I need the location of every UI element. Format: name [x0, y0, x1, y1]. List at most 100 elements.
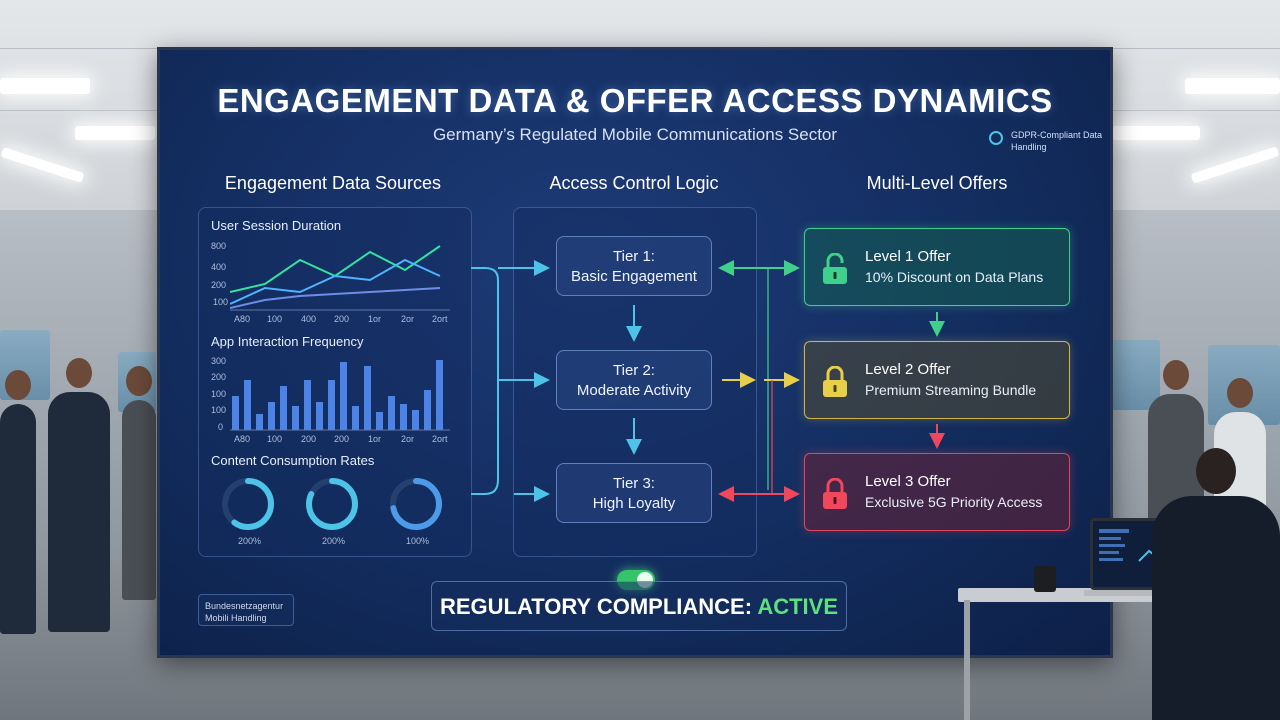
bar: [304, 380, 311, 430]
gauge-label: 200%: [322, 536, 346, 546]
bar: [436, 360, 443, 430]
tier-1-node: Tier 1: Basic Engagement: [556, 236, 712, 296]
pen-holder: [1034, 566, 1056, 592]
tick-label: 400: [211, 262, 227, 272]
offer-level-3-desc: Exclusive 5G Priority Access: [865, 494, 1043, 510]
tick-label: 100: [267, 314, 283, 324]
compliance-label: REGULATORY COMPLIANCE:: [439, 594, 758, 619]
tick-label: 0: [218, 422, 224, 432]
tick-label: 100: [267, 434, 283, 444]
tick-label: A80: [234, 314, 251, 324]
tier-1-desc: Basic Engagement: [571, 268, 697, 285]
tier-3-node: Tier 3: High Loyalty: [556, 463, 712, 523]
compliance-status-bar: REGULATORY COMPLIANCE: ACTIVE: [431, 581, 847, 631]
gauge-label: 100%: [406, 536, 430, 546]
unlocked-icon: [823, 253, 847, 284]
gauge-arc: [306, 478, 358, 530]
tier-3-desc: High Loyalty: [592, 495, 676, 512]
ceiling-lamp: [1185, 78, 1280, 94]
offer-level-1-title: Level 1 Offer: [865, 248, 951, 265]
session-line-chart: [230, 245, 450, 311]
offer-level-2-desc: Premium Streaming Bundle: [865, 382, 1037, 398]
lock-icon: [823, 366, 847, 397]
bar: [268, 402, 275, 430]
consumption-chart-label: Content Consumption Rates: [211, 453, 375, 468]
compliance-state: ACTIVE: [757, 594, 839, 619]
bar: [388, 396, 395, 430]
connector-line: [471, 267, 499, 495]
offer-level-2-title: Level 2 Offer: [865, 361, 951, 378]
offer-level-1-desc: 10% Discount on Data Plans: [865, 269, 1044, 285]
offer-level-1: Level 1 Offer 10% Discount on Data Plans: [804, 228, 1070, 306]
desk-leg: [964, 600, 970, 720]
tier-3-title: Tier 3:: [613, 475, 655, 492]
bar: [328, 380, 335, 430]
column-header-logic: Access Control Logic: [549, 173, 719, 193]
column-header-offers: Multi-Level Offers: [866, 173, 1008, 193]
tick-label: A80: [234, 434, 251, 444]
tick-label: 200: [334, 314, 350, 324]
tick-label: 1or: [368, 434, 382, 444]
person: [48, 358, 110, 632]
tick-label: 300: [211, 356, 227, 366]
seated-person: [1152, 448, 1280, 720]
tier-2-title: Tier 2:: [613, 362, 655, 379]
tier-2-desc: Moderate Activity: [576, 382, 692, 399]
tick-label: 2ort: [432, 314, 448, 324]
bar: [280, 386, 287, 430]
lock-icon: [823, 478, 847, 509]
bar: [244, 380, 251, 430]
tick-label: 2or: [401, 434, 415, 444]
person: [0, 370, 36, 634]
session-series-line: [230, 258, 441, 305]
tick-label: 200: [334, 434, 350, 444]
bar: [400, 404, 407, 430]
session-series-line: [230, 287, 441, 309]
tick-label: 2ort: [432, 434, 448, 444]
tick-label: 400: [301, 314, 317, 324]
gauge-arc: [390, 478, 442, 530]
presentation-board: ENGAGEMENT DATA & OFFER ACCESS DYNAMICS …: [157, 47, 1113, 658]
tick-label: 2or: [401, 314, 415, 324]
gdpr-badge: GDPR-Compliant Data Handling: [989, 129, 1121, 153]
consumption-gauges: [222, 478, 442, 530]
person: [122, 366, 156, 600]
regulator-badge: Bundesnetzagentur Mobili Handling: [198, 594, 294, 626]
session-chart-label: User Session Duration: [211, 218, 342, 233]
bar: [424, 390, 431, 430]
tick-label: 100: [213, 297, 229, 307]
interaction-chart-label: App Interaction Frequency: [211, 334, 364, 349]
bar: [232, 396, 239, 430]
gauge-label: 200%: [238, 536, 262, 546]
ceiling-lamp: [75, 126, 155, 140]
tick-label: 200: [211, 372, 227, 382]
bar: [340, 362, 347, 430]
offer-level-2: Level 2 Offer Premium Streaming Bundle: [804, 341, 1070, 419]
flow-connectors: [471, 260, 945, 502]
bar: [292, 406, 299, 430]
shield-check-icon: [989, 131, 1003, 145]
gauge-arc: [222, 478, 274, 530]
offer-level-3-title: Level 3 Offer: [865, 473, 951, 490]
interaction-bar-chart: [230, 360, 450, 431]
offer-level-3: Level 3 Offer Exclusive 5G Priority Acce…: [804, 453, 1070, 531]
bar: [364, 366, 371, 430]
tick-label: 100: [211, 405, 227, 415]
laptop-base: [1084, 590, 1204, 596]
tick-label: 200: [211, 280, 227, 290]
bar: [316, 402, 323, 430]
tick-label: 100: [211, 389, 227, 399]
tier-2-node: Tier 2: Moderate Activity: [556, 350, 712, 410]
bar: [256, 414, 263, 430]
wall-screen: [1112, 340, 1160, 410]
tick-label: 1or: [368, 314, 382, 324]
bar: [376, 412, 383, 430]
board-subtitle: Germany’s Regulated Mobile Communication…: [432, 125, 838, 144]
bar: [412, 410, 419, 430]
board-title: ENGAGEMENT DATA & OFFER ACCESS DYNAMICS: [217, 82, 1053, 119]
tick-label: 200: [301, 434, 317, 444]
ceiling-lamp: [0, 78, 90, 94]
bar: [352, 406, 359, 430]
ceiling-lamp: [1112, 126, 1200, 140]
